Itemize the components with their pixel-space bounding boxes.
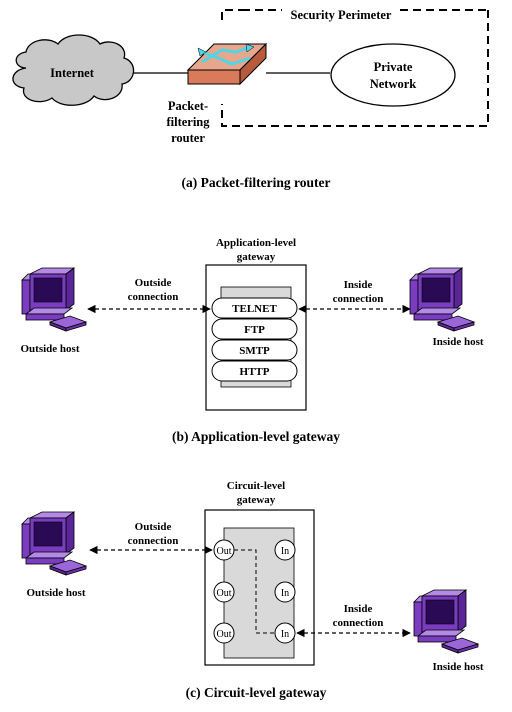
router-label-line3: router xyxy=(171,131,205,145)
out-port-label: Out xyxy=(217,546,232,557)
protocol-pill-telnet: TELNET xyxy=(211,297,298,319)
protocol-label: HTTP xyxy=(240,366,270,378)
caption-a: (a) Packet-filtering router xyxy=(182,175,331,190)
inside-host-computer-icon xyxy=(413,589,479,654)
in-port-1: In xyxy=(274,539,296,561)
inside-connection-line2: connection xyxy=(333,617,384,629)
outside-host-computer-icon xyxy=(21,511,87,576)
outside-connection-line2: connection xyxy=(128,291,179,303)
app-gateway-title-line2: gateway xyxy=(237,251,276,263)
caption-c: (c) Circuit-level gateway xyxy=(186,685,327,700)
protocol-pill-ftp: FTP xyxy=(211,318,298,340)
section-c-circuit-gateway: Circuit-level gateway Out Out Out In In xyxy=(21,480,484,700)
router-label-line1: Packet- xyxy=(168,99,208,113)
caption-b: (b) Application-level gateway xyxy=(172,429,340,444)
in-port-2: In xyxy=(274,581,296,603)
outside-connection-line1: Outside xyxy=(135,521,172,533)
in-port-label: In xyxy=(281,629,289,640)
security-perimeter-box xyxy=(221,9,489,127)
app-gateway-title-line1: Application-level xyxy=(216,237,296,249)
protocol-label: SMTP xyxy=(239,345,270,357)
outside-connection-line1: Outside xyxy=(135,277,172,289)
outside-host-label: Outside host xyxy=(27,587,86,599)
in-port-3: In xyxy=(274,622,296,644)
circuit-gateway-title-line1: Circuit-level xyxy=(227,480,285,492)
internet-label: Internet xyxy=(50,66,95,80)
out-port-3: Out xyxy=(213,622,235,644)
section-b-application-gateway: Application-level gateway TELNET FTP SMT… xyxy=(21,237,484,444)
protocol-label: TELNET xyxy=(232,303,277,315)
inside-connection-line1: Inside xyxy=(344,603,373,615)
outside-connection-line2: connection xyxy=(128,535,179,547)
in-port-label: In xyxy=(281,588,289,599)
inside-host-computer-icon xyxy=(409,267,475,332)
outside-host-label: Outside host xyxy=(21,343,80,355)
out-port-label: Out xyxy=(217,588,232,599)
protocol-pill-smtp: SMTP xyxy=(211,339,298,361)
circuit-path xyxy=(234,549,276,634)
inside-host-label: Inside host xyxy=(432,336,483,348)
packet-filtering-router xyxy=(186,42,268,86)
in-port-label: In xyxy=(281,546,289,557)
inside-connection-line1: Inside xyxy=(344,279,373,291)
security-perimeter-label: Security Perimeter xyxy=(291,8,392,22)
out-port-label: Out xyxy=(217,629,232,640)
private-network-line2: Network xyxy=(370,77,417,91)
internet-cloud: Internet xyxy=(12,34,135,106)
private-network-line1: Private xyxy=(374,60,413,74)
protocol-label: FTP xyxy=(244,324,265,336)
inside-connection-line2: connection xyxy=(333,293,384,305)
inside-host-label: Inside host xyxy=(432,661,483,673)
private-network xyxy=(330,43,456,107)
protocol-pill-http: HTTP xyxy=(211,360,298,382)
circuit-gateway-title-line2: gateway xyxy=(237,494,276,506)
router-label-line2: filtering xyxy=(166,115,210,129)
section-a-packet-filtering: Security Perimeter Internet Packet- filt… xyxy=(12,8,489,190)
out-port-1: Out xyxy=(213,539,235,561)
out-port-2: Out xyxy=(213,581,235,603)
outside-host-computer-icon xyxy=(21,267,87,332)
